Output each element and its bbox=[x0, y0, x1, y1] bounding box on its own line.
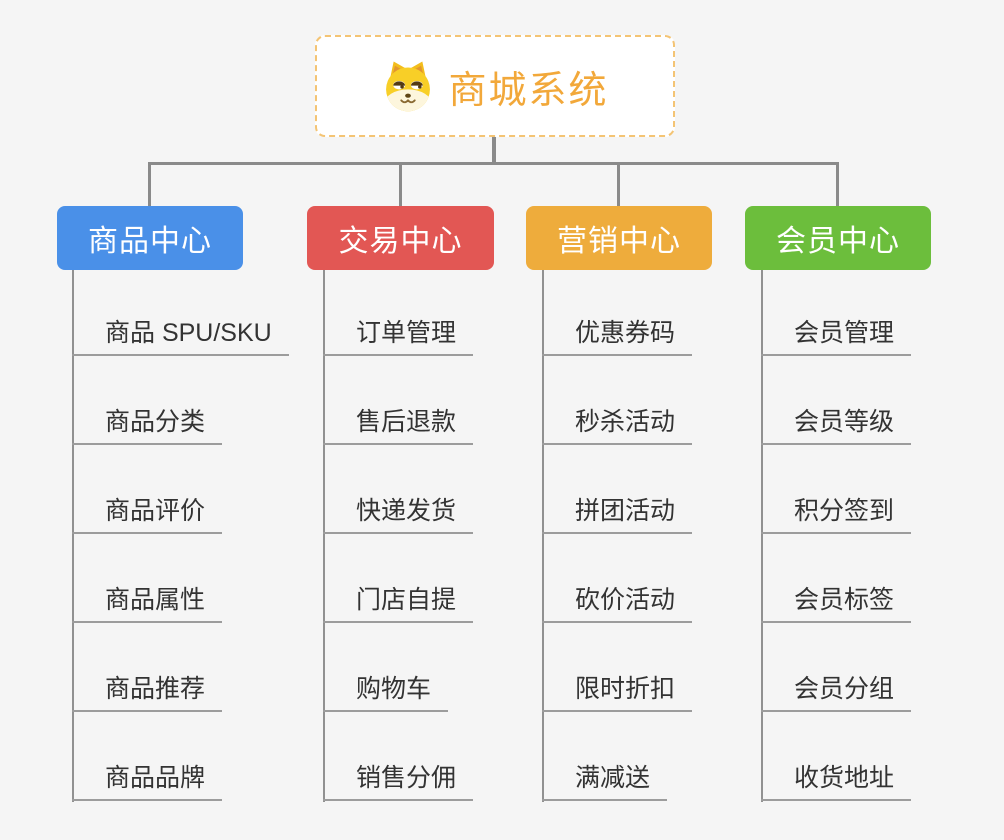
node-member-level[interactable]: 会员等级 bbox=[761, 409, 912, 445]
node-coupon-code[interactable]: 优惠券码 bbox=[542, 320, 693, 356]
node-product-attribute[interactable]: 商品属性 bbox=[72, 587, 223, 623]
node-express-shipping[interactable]: 快递发货 bbox=[323, 498, 474, 534]
node-member-group[interactable]: 会员分组 bbox=[761, 676, 912, 712]
branch-product-center[interactable]: 商品中心 bbox=[57, 206, 243, 270]
connector-drop-marketing bbox=[617, 165, 620, 207]
node-member-management[interactable]: 会员管理 bbox=[761, 320, 912, 356]
node-bargain-activity[interactable]: 砍价活动 bbox=[542, 587, 693, 623]
node-member-tag[interactable]: 会员标签 bbox=[761, 587, 912, 623]
connector-drop-product bbox=[148, 165, 151, 207]
node-sales-commission[interactable]: 销售分佣 bbox=[323, 765, 474, 801]
node-product-category[interactable]: 商品分类 bbox=[72, 409, 223, 445]
node-points-checkin[interactable]: 积分签到 bbox=[761, 498, 912, 534]
connector-root-stub bbox=[492, 137, 496, 162]
branch-trade-items: 订单管理 售后退款 快递发货 门店自提 购物车 销售分佣 bbox=[323, 270, 573, 804]
branch-marketing-center[interactable]: 营销中心 bbox=[526, 206, 712, 270]
node-product-recommend[interactable]: 商品推荐 bbox=[72, 676, 223, 712]
node-group-buy[interactable]: 拼团活动 bbox=[542, 498, 693, 534]
branch-product-items: 商品 SPU/SKU 商品分类 商品评价 商品属性 商品推荐 商品品牌 bbox=[72, 270, 322, 804]
connector-drop-trade bbox=[399, 165, 402, 207]
node-product-spu-sku[interactable]: 商品 SPU/SKU bbox=[72, 320, 289, 356]
root-node[interactable]: 商城系统 bbox=[315, 35, 675, 137]
dog-face-icon bbox=[386, 61, 431, 112]
node-product-review[interactable]: 商品评价 bbox=[72, 498, 223, 534]
root-title: 商城系统 bbox=[448, 69, 609, 112]
node-limited-time-discount[interactable]: 限时折扣 bbox=[542, 676, 693, 712]
connector-drop-member bbox=[836, 165, 839, 207]
node-shopping-cart[interactable]: 购物车 bbox=[323, 676, 449, 712]
node-spend-and-save[interactable]: 满减送 bbox=[542, 765, 668, 801]
connector-horizontal-bar bbox=[148, 162, 839, 165]
node-order-management[interactable]: 订单管理 bbox=[323, 320, 474, 356]
node-aftersale-refund[interactable]: 售后退款 bbox=[323, 409, 474, 445]
branch-trade-center[interactable]: 交易中心 bbox=[307, 206, 494, 270]
branch-member-center[interactable]: 会员中心 bbox=[745, 206, 931, 270]
node-flash-sale[interactable]: 秒杀活动 bbox=[542, 409, 693, 445]
node-store-pickup[interactable]: 门店自提 bbox=[323, 587, 474, 623]
node-product-brand[interactable]: 商品品牌 bbox=[72, 765, 223, 801]
branch-member-items: 会员管理 会员等级 积分签到 会员标签 会员分组 收货地址 bbox=[761, 270, 1004, 804]
branch-marketing-items: 优惠券码 秒杀活动 拼团活动 砍价活动 限时折扣 满减送 bbox=[542, 270, 792, 804]
node-shipping-address[interactable]: 收货地址 bbox=[761, 765, 912, 801]
